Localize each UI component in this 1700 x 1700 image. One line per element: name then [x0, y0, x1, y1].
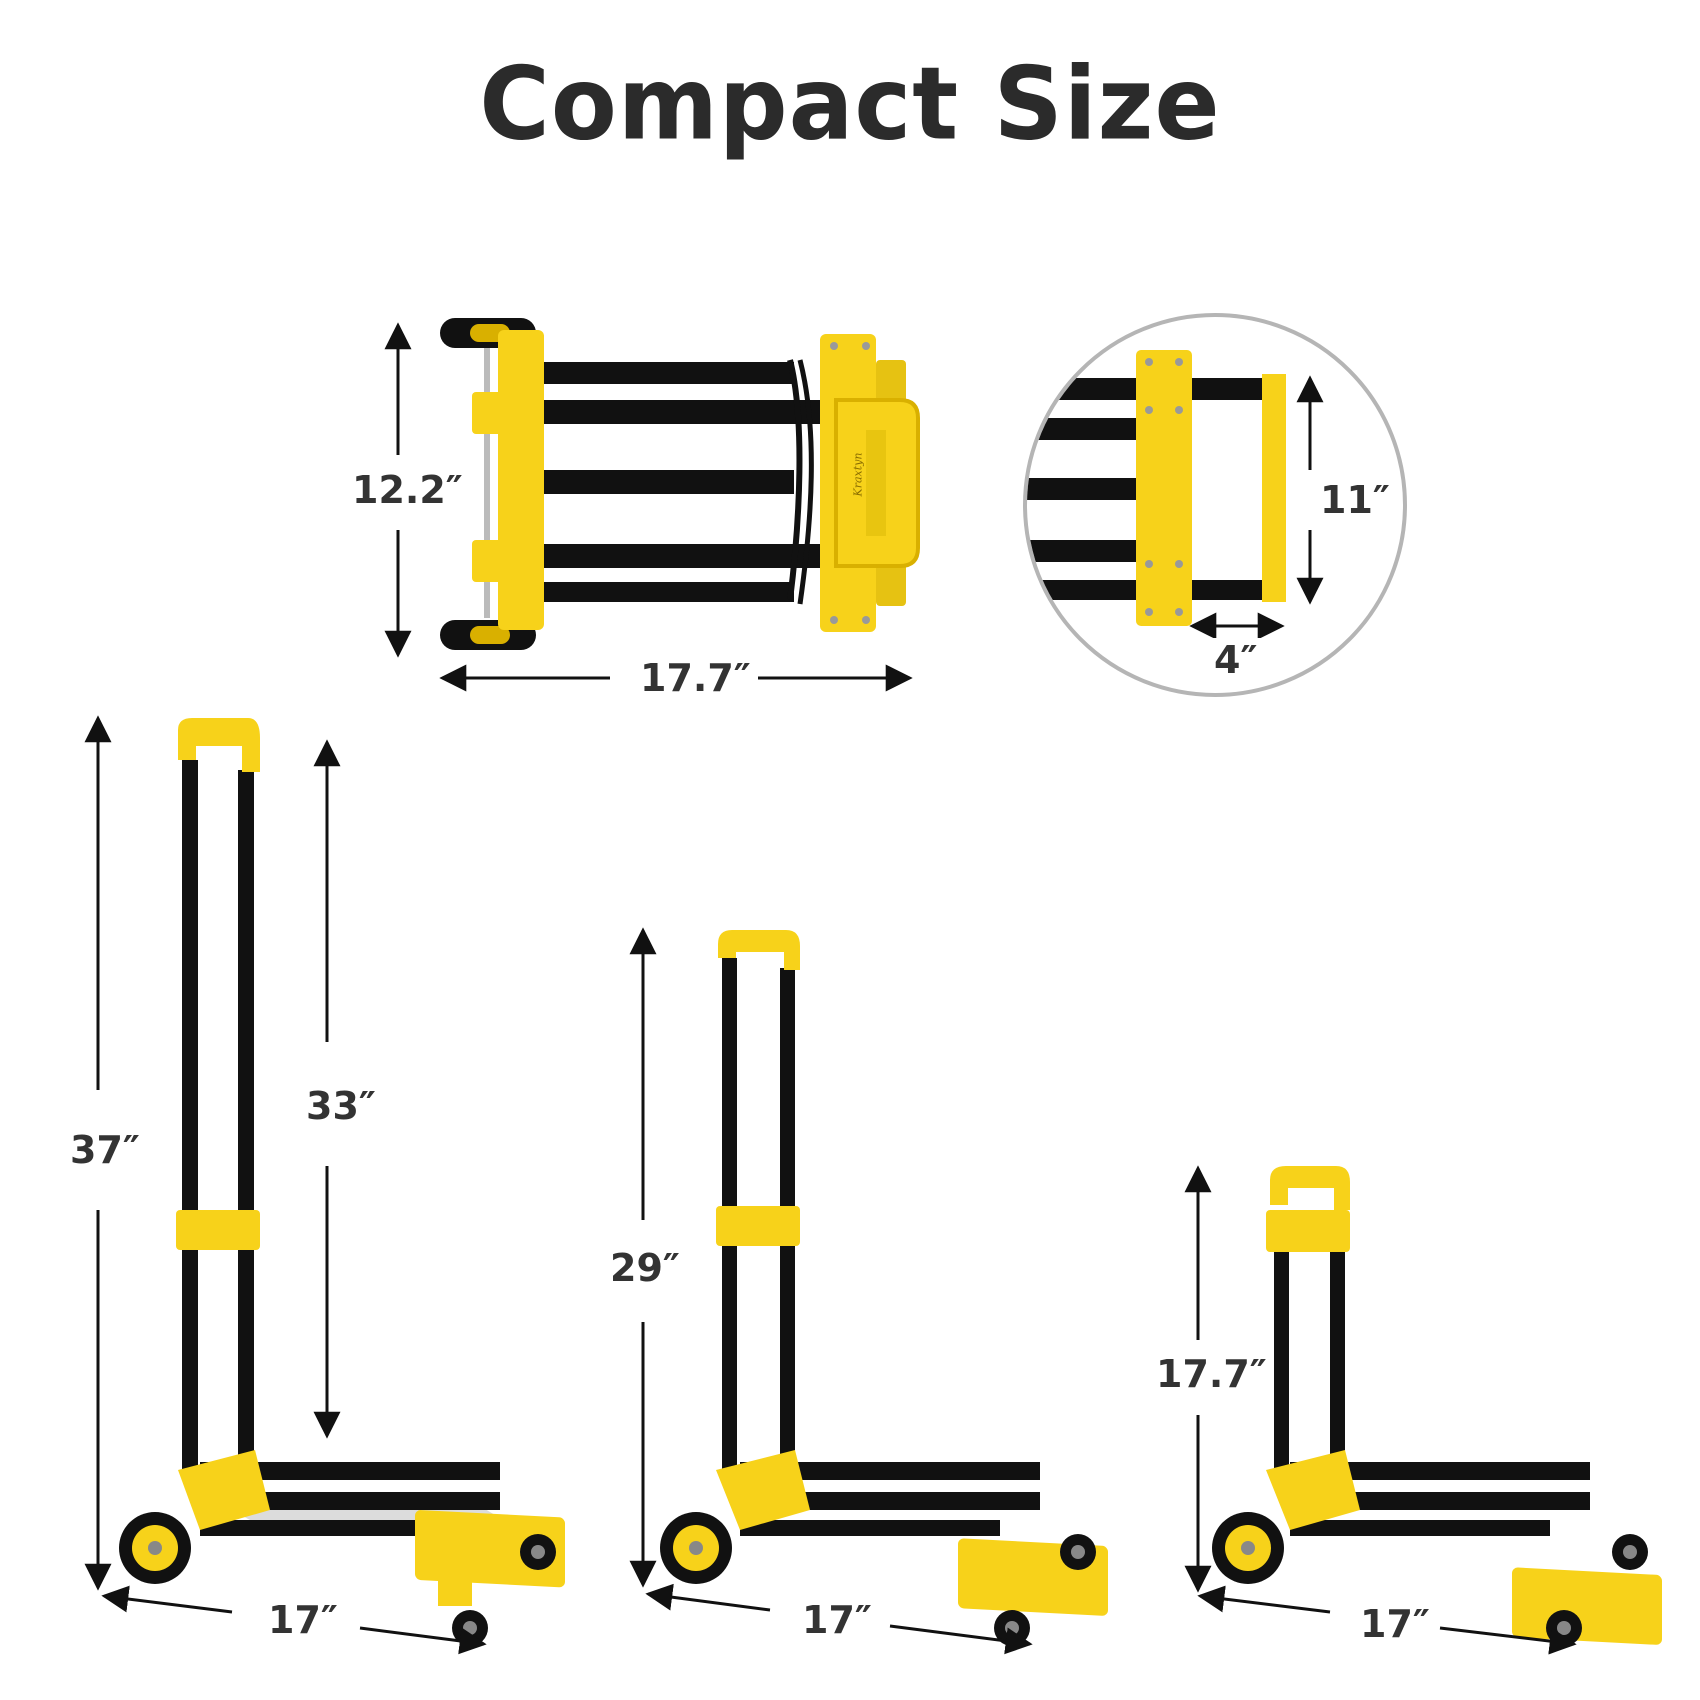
tall-handle-height-label: 33″ — [300, 1084, 382, 1128]
tall-total-height-label: 37″ — [64, 1128, 146, 1172]
detail-depth-label: 4″ — [1208, 638, 1264, 682]
cart-tall-extended — [119, 718, 565, 1646]
tall-width-label: 17″ — [262, 1598, 344, 1642]
folded-length-label: 17.7″ — [634, 656, 757, 700]
short-height-label: 17.7″ — [1150, 1352, 1273, 1396]
folded-height-label: 12.2″ — [346, 468, 469, 512]
brand-logo: Kraxtyn — [851, 452, 865, 497]
short-width-label: 17″ — [1354, 1602, 1436, 1646]
mid-width-label: 17″ — [796, 1598, 878, 1642]
cart-short-collapsed — [1212, 1166, 1662, 1646]
mid-height-label: 29″ — [604, 1246, 686, 1290]
folded-cart-top-view — [440, 318, 920, 650]
cart-mid-extended — [660, 930, 1108, 1646]
page-title: Compact Size — [479, 45, 1221, 163]
detail-height-label: 11″ — [1314, 478, 1396, 522]
